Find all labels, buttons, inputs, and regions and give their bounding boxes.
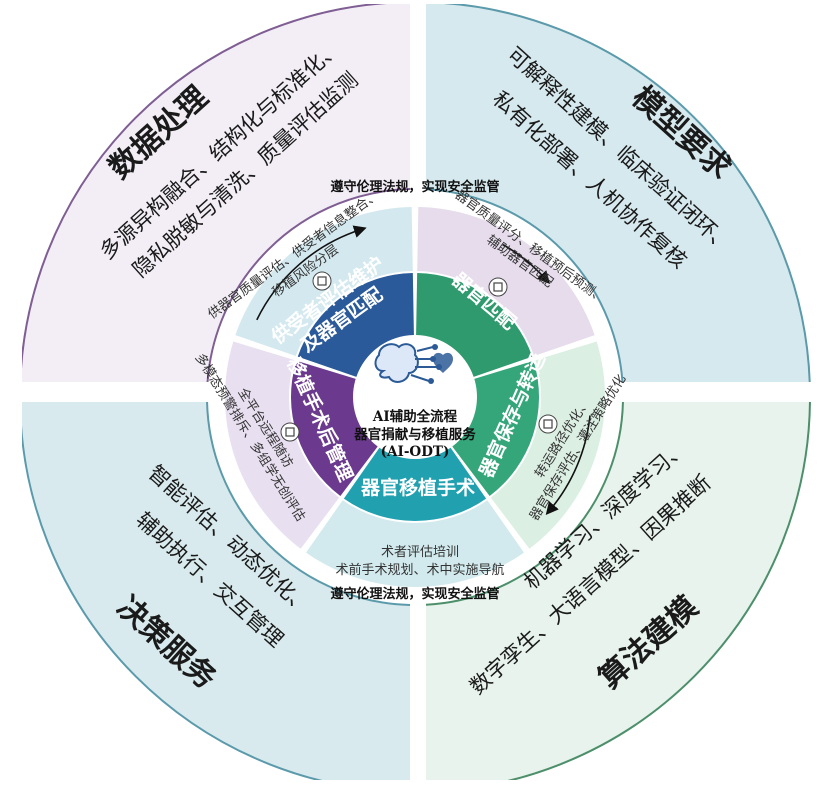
quadrant-decision [22, 402, 410, 780]
outer-sector-preserve [490, 341, 605, 549]
center-title-line2: 器官捐献与移植服务 [353, 426, 476, 443]
quadrant-layer [22, 4, 811, 780]
cycle-arrow-left-icon [256, 225, 367, 321]
component-sector-preserve [452, 360, 539, 497]
outer-sector-surgery [306, 500, 524, 588]
outer-text-surgery: 术者评估培训 [381, 544, 459, 560]
cycle-arrow-lower-icon [545, 415, 591, 516]
component-title-surgery: 器官移植手术 [360, 476, 475, 499]
component-sector-match [416, 273, 533, 377]
clipboard-icon [312, 271, 332, 291]
outer-sector-match [417, 207, 595, 356]
brain-circuit-icon [374, 343, 453, 384]
outer-sector-postop [224, 341, 340, 549]
ring-layer [209, 191, 621, 603]
component-sector-surgery [343, 447, 487, 521]
quadrant-shape-algorithm [426, 402, 811, 780]
quadrant-shape-data [22, 4, 410, 382]
heart-hand-icon [280, 422, 300, 442]
component-sector-donor [297, 273, 414, 377]
medical-case-icon [488, 277, 508, 297]
band-bottom-text: 遵守伦理法规，实现安全监管 [330, 586, 499, 602]
quadrant-shape-model [426, 4, 811, 382]
quadrant-model [426, 4, 811, 382]
band-top-text: 遵守伦理法规，实现安全监管 [330, 179, 499, 195]
cycle-arrow-right-icon [502, 243, 551, 284]
component-sector-postop [290, 360, 378, 497]
heart-document-icon [538, 414, 558, 434]
quadrant-shape-decision [22, 402, 410, 780]
outer-text-surgery: 术前手术规划、术中实施导航 [335, 562, 504, 578]
quadrant-data [22, 4, 410, 382]
center-title-line1: AI辅助全流程 [372, 408, 458, 425]
center-title-line3: (AI-ODT) [381, 444, 450, 460]
quadrant-algorithm [426, 402, 811, 780]
